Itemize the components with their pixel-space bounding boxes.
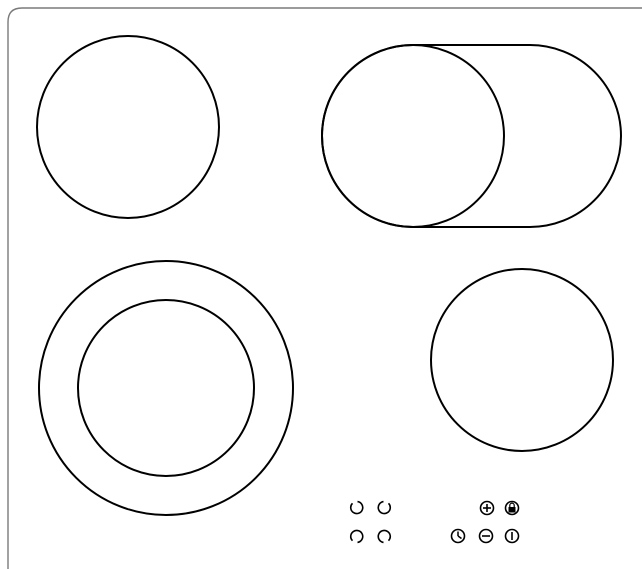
power-icon[interactable] (504, 528, 520, 544)
lock-icon[interactable] (504, 500, 520, 516)
rear-left-zone (36, 35, 220, 219)
rear-right-extended-zone (321, 44, 622, 228)
front-right-zone-selector-icon[interactable] (377, 529, 392, 544)
front-right-zone (430, 268, 614, 452)
cooktop-outline (7, 7, 642, 569)
timer-icon[interactable] (450, 528, 466, 544)
rear-left-zone-selector-icon[interactable] (349, 500, 364, 515)
minus-icon[interactable] (478, 528, 494, 544)
rear-right-zone-selector-icon[interactable] (377, 500, 392, 515)
rear-right-inner-zone (321, 44, 505, 228)
front-left-zone-selector-icon[interactable] (349, 529, 364, 544)
plus-icon[interactable] (479, 500, 495, 516)
front-left-inner-zone (77, 299, 255, 477)
front-left-outer-zone (38, 260, 294, 516)
